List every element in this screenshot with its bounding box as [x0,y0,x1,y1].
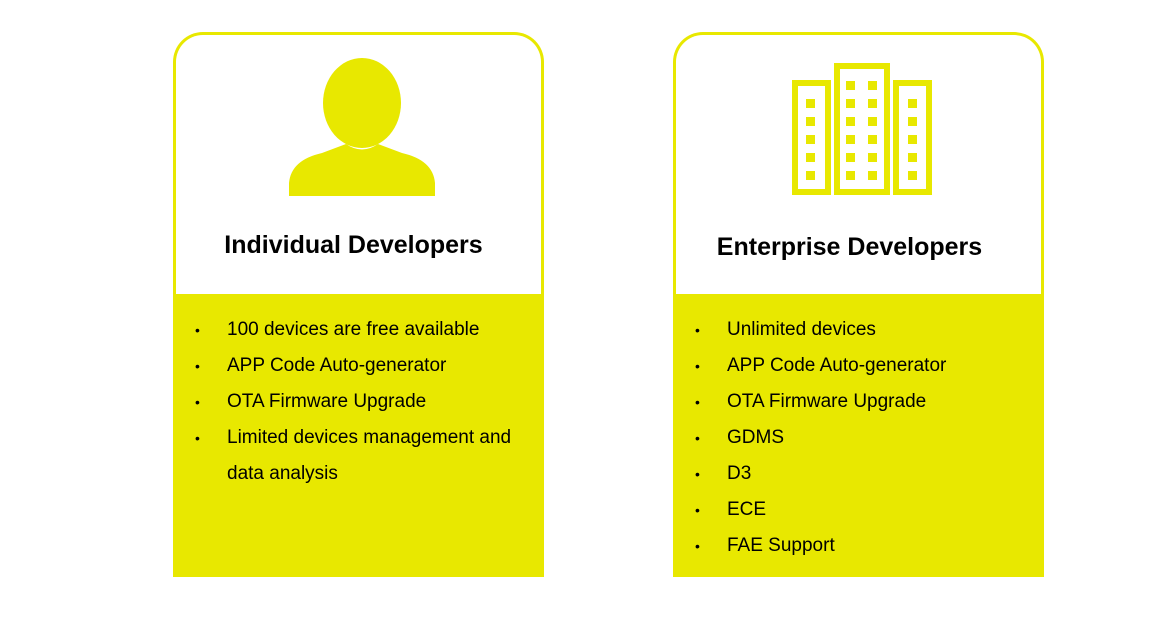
bullet-icon: • [695,394,700,410]
card-header: Individual Developers [173,32,544,294]
buildings-icon [676,55,1047,205]
bullet-icon: • [695,502,700,518]
person-icon [176,55,547,205]
feature-panel: •100 devices are free available •APP Cod… [173,294,544,577]
card-title: Individual Developers [224,231,483,259]
feature-item: •Limited devices management and data ana… [195,420,535,492]
bullet-icon: • [695,538,700,554]
feature-item: •APP Code Auto-generator [195,348,535,384]
feature-item: •FAE Support [695,528,1035,564]
feature-item: •OTA Firmware Upgrade [195,384,535,420]
bullet-icon: • [195,358,200,374]
enterprise-developers-card: Enterprise Developers •Unlimited devices… [673,32,1044,577]
bullet-icon: • [195,394,200,410]
feature-item: •OTA Firmware Upgrade [695,384,1035,420]
bullet-icon: • [195,430,200,446]
card-title: Enterprise Developers [716,233,983,261]
bullet-icon: • [695,466,700,482]
individual-developers-card: Individual Developers •100 devices are f… [173,32,544,577]
bullet-icon: • [695,430,700,446]
bullet-icon: • [695,358,700,374]
feature-panel: •Unlimited devices •APP Code Auto-genera… [673,294,1044,577]
feature-item: •100 devices are free available [195,312,535,348]
feature-list: •100 devices are free available •APP Cod… [195,312,535,492]
feature-item: •GDMS [695,420,1035,456]
feature-list: •Unlimited devices •APP Code Auto-genera… [695,312,1035,564]
feature-item: •D3 [695,456,1035,492]
bullet-icon: • [195,322,200,338]
feature-item: •Unlimited devices [695,312,1035,348]
feature-item: •ECE [695,492,1035,528]
bullet-icon: • [695,322,700,338]
feature-item: •APP Code Auto-generator [695,348,1035,384]
card-header: Enterprise Developers [673,32,1044,294]
